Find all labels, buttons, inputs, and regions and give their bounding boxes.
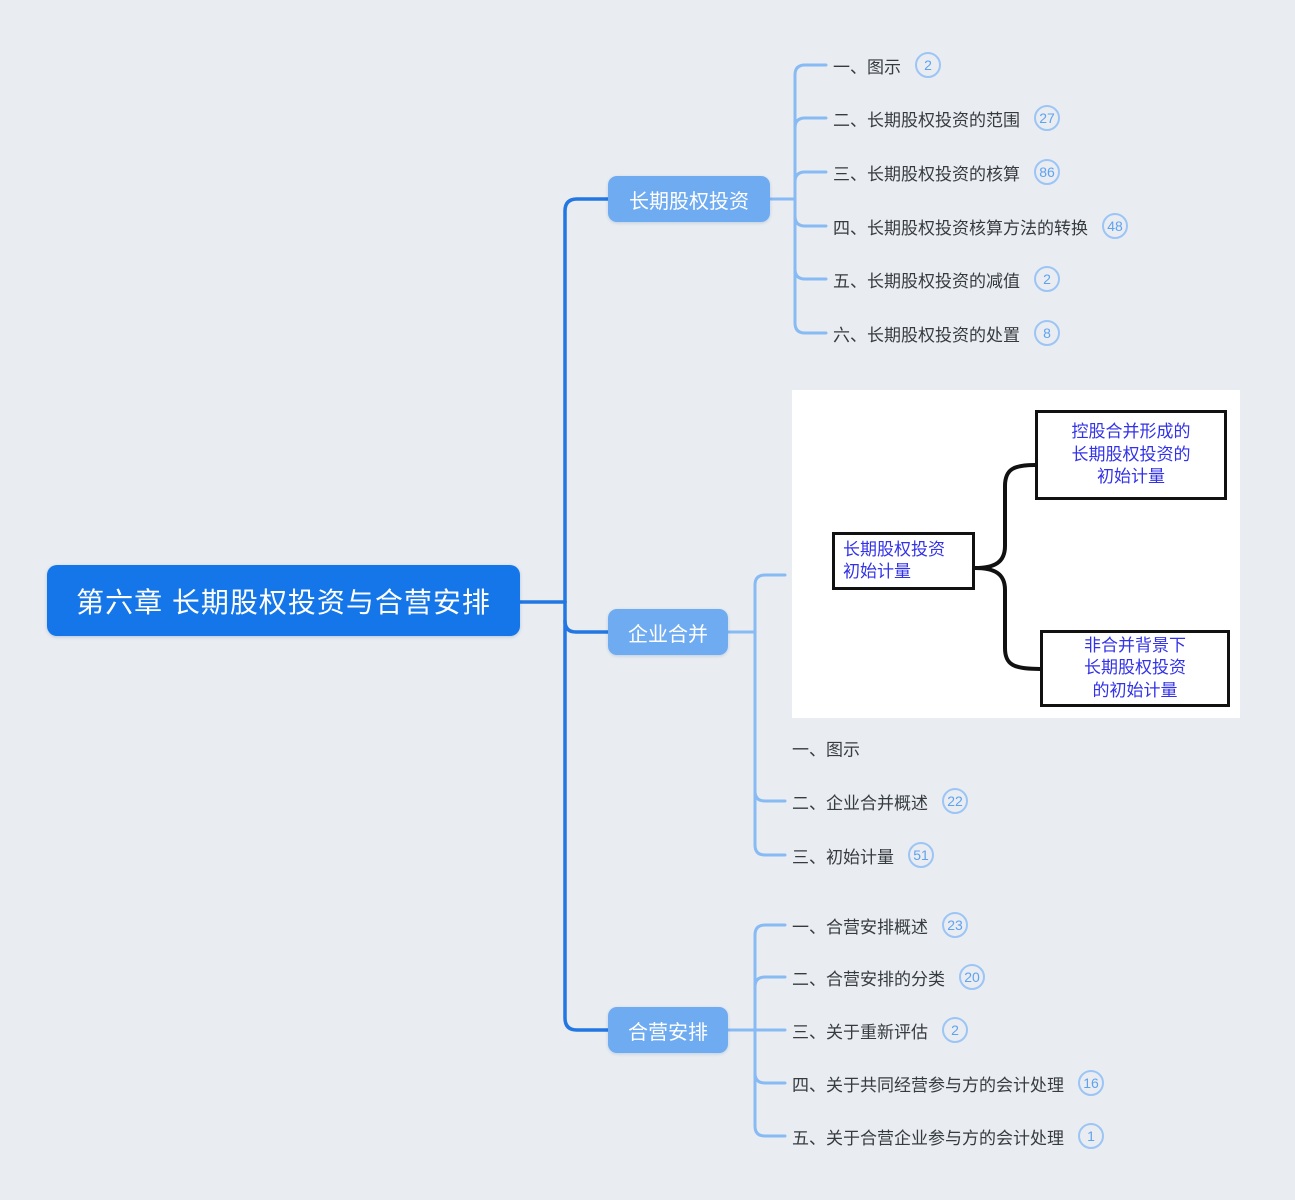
topic-item[interactable]: 一、图示	[792, 736, 860, 761]
topic-item[interactable]: 三、长期股权投资的核算 86	[833, 159, 1060, 185]
topic-count-badge: 2	[942, 1017, 968, 1043]
embedded-diagram-image[interactable]: 长期股权投资初始计量 控股合并形成的长期股权投资的初始计量 非合并背景下长期股权…	[792, 390, 1240, 718]
topic-count-badge: 2	[915, 52, 941, 78]
topic-count-badge: 20	[959, 964, 985, 990]
diagram-box-non-merger: 非合并背景下长期股权投资的初始计量	[1040, 630, 1230, 707]
topic-count-badge: 8	[1034, 320, 1060, 346]
topic-item[interactable]: 四、长期股权投资核算方法的转换 48	[833, 213, 1128, 239]
topic-label: 一、合营安排概述	[792, 917, 928, 937]
branch-topic-qiyehebing[interactable]: 企业合并	[608, 609, 728, 655]
root-topic[interactable]: 第六章 长期股权投资与合营安排	[47, 565, 520, 636]
branch-topic-label: 企业合并	[628, 623, 708, 646]
topic-label: 六、长期股权投资的处置	[833, 325, 1020, 345]
topic-label: 一、图示	[833, 57, 901, 77]
diagram-box-initial-measurement: 长期股权投资初始计量	[832, 532, 975, 590]
topic-count-badge: 86	[1034, 159, 1060, 185]
topic-label: 五、关于合营企业参与方的会计处理	[792, 1128, 1064, 1148]
topic-item[interactable]: 二、长期股权投资的范围 27	[833, 105, 1060, 131]
topic-label: 五、长期股权投资的减值	[833, 271, 1020, 291]
topic-item[interactable]: 一、图示 2	[833, 52, 941, 78]
topic-label: 四、关于共同经营参与方的会计处理	[792, 1075, 1064, 1095]
topic-label: 四、长期股权投资核算方法的转换	[833, 218, 1088, 238]
topic-count-badge: 27	[1034, 105, 1060, 131]
diagram-brace-lines	[973, 463, 1042, 671]
topic-item[interactable]: 四、关于共同经营参与方的会计处理 16	[792, 1070, 1104, 1096]
root-topic-label: 第六章 长期股权投资与合营安排	[76, 586, 491, 618]
topic-item[interactable]: 五、长期股权投资的减值 2	[833, 266, 1060, 292]
topic-label: 一、图示	[792, 740, 860, 760]
topic-count-badge: 2	[1034, 266, 1060, 292]
topic-label: 二、企业合并概述	[792, 793, 928, 813]
topic-item[interactable]: 三、关于重新评估 2	[792, 1017, 968, 1043]
topic-item[interactable]: 三、初始计量 51	[792, 842, 934, 868]
topic-count-badge: 16	[1078, 1070, 1104, 1096]
topic-item[interactable]: 一、合营安排概述 23	[792, 912, 968, 938]
branch-topic-label: 长期股权投资	[629, 190, 749, 213]
topic-label: 三、初始计量	[792, 847, 894, 867]
topic-label: 三、关于重新评估	[792, 1022, 928, 1042]
topic-item[interactable]: 二、合营安排的分类 20	[792, 964, 985, 990]
branch-topic-changqiguquantouzi[interactable]: 长期股权投资	[608, 176, 770, 222]
topic-count-badge: 51	[908, 842, 934, 868]
branch-topic-heyinganpai[interactable]: 合营安排	[608, 1007, 728, 1053]
topic-item[interactable]: 五、关于合营企业参与方的会计处理 1	[792, 1123, 1104, 1149]
topic-count-badge: 22	[942, 788, 968, 814]
topic-label: 三、长期股权投资的核算	[833, 164, 1020, 184]
topic-count-badge: 23	[942, 912, 968, 938]
topic-label: 二、合营安排的分类	[792, 969, 945, 989]
topic-item[interactable]: 二、企业合并概述 22	[792, 788, 968, 814]
topic-count-badge: 48	[1102, 213, 1128, 239]
topic-item[interactable]: 六、长期股权投资的处置 8	[833, 320, 1060, 346]
diagram-box-controlling-merger: 控股合并形成的长期股权投资的初始计量	[1035, 410, 1227, 500]
topic-count-badge: 1	[1078, 1123, 1104, 1149]
branch-topic-label: 合营安排	[628, 1021, 708, 1044]
topic-label: 二、长期股权投资的范围	[833, 110, 1020, 130]
